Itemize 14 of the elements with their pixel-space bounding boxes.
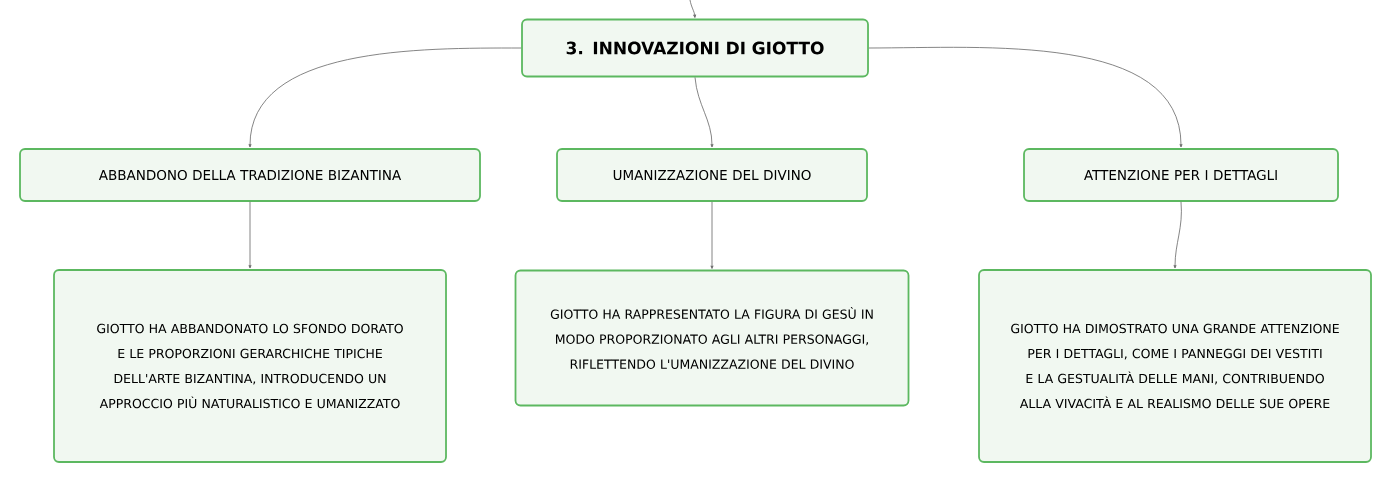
arrow (710, 201, 714, 269)
arrow (868, 46, 1183, 148)
title-box: 3. INNOVAZIONI DI GIOTTO (521, 18, 869, 78)
arrow (694, 77, 714, 148)
arrow (248, 47, 522, 148)
arrow (689, 0, 697, 18)
arrow (1173, 201, 1182, 269)
description-box: GIOTTO HA DIMOSTRATO UNA GRANDE ATTENZIONE PER I DETTAGLI, COME I PANNEGGI DEI VESTITI E LA GESTUALITÀ DELLE MANI, CONTRIBUENDO ALLA VIVACITÀ E AL REALISMO DELLE SUE OPERE (978, 269, 1372, 463)
topic-box: ATTENZIONE PER I DETTAGLI (1023, 148, 1339, 202)
description-box: GIOTTO HA RAPPRESENTATO LA FIGURA DI GESÙ IN MODO PROPORZIONATO AGLI ALTRI PERSONAGGI, RIFLETTENDO L'UMANIZZAZIONE DEL DIVINO (514, 269, 910, 407)
arrow (248, 201, 252, 269)
topic-box: UMANIZZAZIONE DEL DIVINO (556, 148, 868, 202)
description-box: GIOTTO HA ABBANDONATO LO SFONDO DORATO E LE PROPORZIONI GERARCHICHE TIPICHE DELL'ARTE BIZANTINA, INTRODUCENDO UN APPROCCIO PIÙ NATURALISTICO E UMANIZZATO (53, 269, 447, 463)
topic-box: ABBANDONO DELLA TRADIZIONE BIZANTINA (19, 148, 481, 202)
